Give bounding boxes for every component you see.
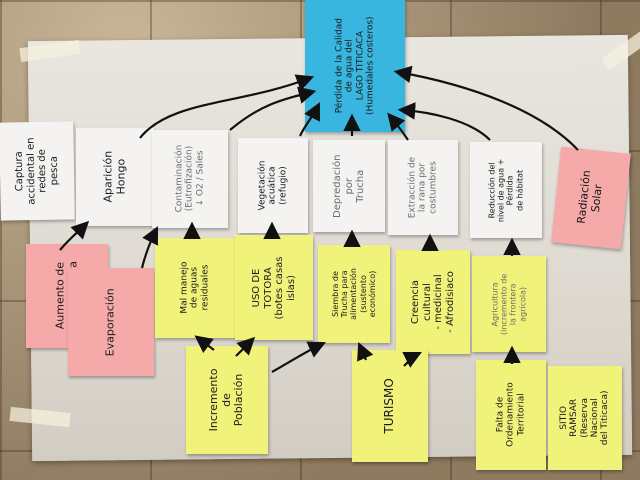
central-problem-note: Pérdida de la Calidad de agua del LAGO T… [305, 0, 405, 132]
note-turismo: TURISMO [352, 350, 428, 462]
note-agricultura: Agricultura (incremento de la frontera a… [472, 256, 546, 352]
note-ramsar: SITIO RAMSAR (Reserva Nacional del Titic… [548, 366, 622, 470]
note-reduccion: Reducción del nivel de agua + Pérdida de… [470, 142, 542, 238]
arrow [402, 352, 422, 368]
arrow [140, 226, 158, 269]
arrow [235, 336, 256, 357]
note-creencia: Creencia cultural - medicinal - Afrodisi… [396, 250, 470, 354]
note-contaminacion: Contaminación (Eutrofización) ↓ O2 / Sal… [152, 130, 228, 228]
note-extraccion: Extracción de la rana por costumbres [388, 140, 458, 235]
note-evaporacion: Evaporación [68, 268, 154, 376]
note-siembra: Siembra de Trucha para alimentación (sus… [318, 245, 390, 343]
arrow [139, 74, 315, 139]
arrow [59, 220, 90, 251]
arrow [387, 112, 409, 141]
note-aguas: Mal manejo de aguas residuales [155, 238, 235, 338]
note-hongo: Aparición Hongo [76, 128, 154, 226]
note-depredacion: Depredación por Trucha [313, 140, 385, 232]
note-poblacion: Incremento de Población [186, 346, 268, 454]
arrow [393, 65, 579, 151]
arrow [298, 102, 320, 137]
arrow [271, 341, 326, 373]
arrow [357, 341, 374, 362]
arrow [397, 102, 491, 141]
note-totora: USO DE TOTORA (botes casas islas) [235, 235, 313, 340]
note-vegetacion: Vegetación acuática (refugio) [238, 138, 308, 233]
note-ordenamiento: Falta de Ordenamiento Territorial [476, 360, 546, 470]
arrow [229, 86, 317, 131]
arrow [194, 335, 215, 353]
